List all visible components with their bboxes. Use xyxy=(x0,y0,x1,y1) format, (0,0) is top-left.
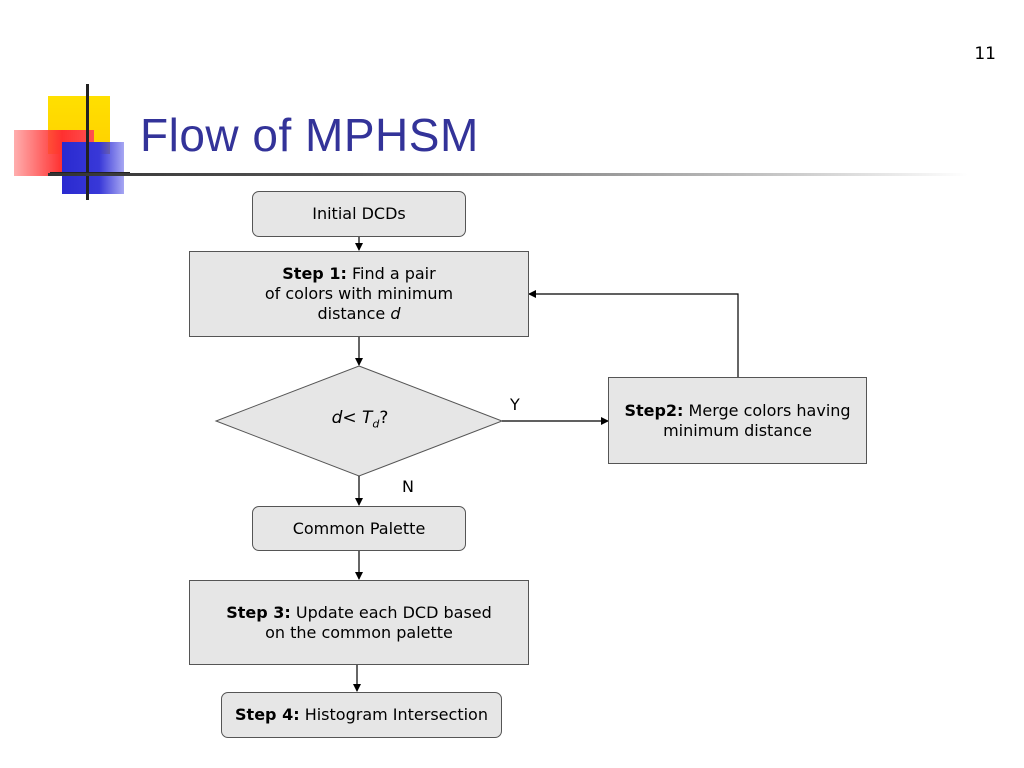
node-initial-dcds: Initial DCDs xyxy=(252,191,466,237)
step4-text: Histogram Intersection xyxy=(304,705,488,724)
decision-sub: d xyxy=(372,417,380,431)
step2-text-a: Merge colors having xyxy=(688,400,851,420)
step3-bold: Step 3: xyxy=(226,602,291,622)
slide-title: Flow of MPHSM xyxy=(140,109,479,161)
yes-label: Y xyxy=(510,395,520,414)
node-step3: Step 3: Update each DCD based on the com… xyxy=(189,580,529,665)
decoration-vertical-line xyxy=(86,84,89,200)
step1-text-b: of colors with minimum xyxy=(264,284,454,303)
node-common-palette: Common Palette xyxy=(252,506,466,551)
slide-number: 11 xyxy=(974,44,996,64)
decoration-blue-square xyxy=(62,142,124,194)
node-initial-label: Initial DCDs xyxy=(312,204,406,223)
step1-var: d xyxy=(390,304,401,323)
step3-text-a: Update each DCD based xyxy=(295,602,492,622)
decision-op: < xyxy=(342,408,357,428)
step3-text-b: on the common palette xyxy=(265,622,453,642)
no-label: N xyxy=(402,477,414,496)
node-step1: Step 1: Find a pair of colors with minim… xyxy=(189,251,529,337)
node-step4: Step 4: Histogram Intersection xyxy=(221,692,502,738)
arrow-step2-back-to-step1 xyxy=(528,290,739,377)
step2-bold: Step2: xyxy=(624,400,684,420)
step2-text-b: minimum distance xyxy=(663,420,812,440)
decision-q: ? xyxy=(379,408,389,428)
step1-text-a: Find a pair xyxy=(351,264,436,283)
decision-var-d: d xyxy=(331,408,343,428)
node-step2: Step2: Merge colors having minimum dista… xyxy=(608,377,867,464)
step4-bold: Step 4: xyxy=(235,705,300,724)
decision-label: d< Td? xyxy=(300,408,420,430)
step1-text-c: distance xyxy=(317,304,391,323)
title-underline xyxy=(48,173,968,176)
palette-label: Common Palette xyxy=(292,518,426,538)
step1-bold: Step 1: xyxy=(282,264,347,283)
decision-var-t: T xyxy=(362,408,373,428)
